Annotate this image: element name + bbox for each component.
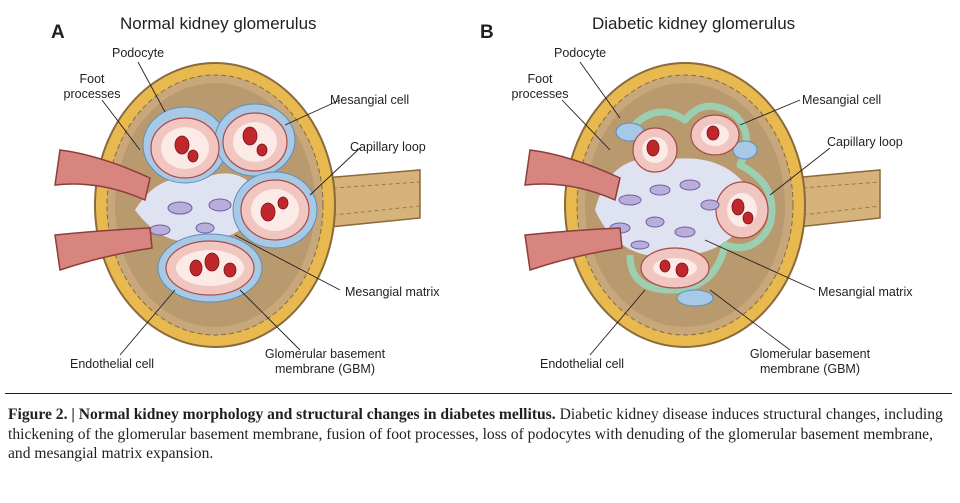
label-mesangial-matrix: Mesangial matrix (345, 285, 440, 299)
glomerulus-normal-illustration (54, 61, 421, 356)
caption-figure-label: Figure 2. | Normal kidney morphology and… (8, 406, 556, 423)
label-podocyte: Podocyte (554, 46, 607, 60)
mesangial-cell (149, 224, 171, 236)
label-endothelial-cell: Endothelial cell (70, 357, 155, 371)
panel-diabetic: B Diabetic kidney glomerulus (480, 0, 960, 385)
panel-title-a: Normal kidney glomerulus (120, 14, 317, 33)
label-gbm-1: Glomerular basement (264, 347, 386, 361)
mesangial-matrix (135, 173, 265, 242)
afferent-arteriole (524, 149, 621, 202)
glomerulus-diabetic-illustration (524, 61, 881, 356)
mesangial-cell (167, 201, 193, 215)
label-foot-processes-2: processes (63, 87, 121, 101)
efferent-arteriole (524, 227, 623, 271)
efferent-arteriole (54, 227, 153, 271)
label-podocyte: Podocyte (112, 46, 165, 60)
label-foot-processes-1: Foot (527, 72, 553, 86)
panel-normal: A Normal kidney glomerulus (0, 0, 480, 385)
panel-letter-b: B (480, 22, 494, 43)
label-gbm-2: membrane (GBM) (759, 362, 861, 376)
label-endothelial-cell: Endothelial cell (540, 357, 625, 371)
panel-letter-a: A (51, 22, 65, 43)
label-foot-processes-1: Foot (79, 72, 105, 86)
caption-text: Diabetic kidney disease induces structur… (8, 406, 943, 462)
figure-caption: Figure 2. | Normal kidney morphology and… (8, 405, 954, 464)
label-gbm-1: Glomerular basement (749, 347, 871, 361)
thickened-gbm (626, 102, 776, 294)
label-mesangial-cell: Mesangial cell (802, 93, 882, 107)
panel-title-b: Diabetic kidney glomerulus (592, 14, 796, 33)
label-capillary-loop: Capillary loop (827, 135, 903, 149)
caption-divider (5, 393, 952, 394)
afferent-arteriole (54, 149, 151, 202)
mesangial-cell (208, 198, 232, 212)
label-foot-processes-2: processes (511, 87, 569, 101)
label-mesangial-cell: Mesangial cell (330, 93, 410, 107)
label-mesangial-matrix: Mesangial matrix (818, 285, 913, 299)
mesangial-matrix (595, 158, 755, 257)
label-capillary-loop: Capillary loop (350, 140, 426, 154)
mesangial-cell (195, 222, 215, 234)
label-gbm-2: membrane (GBM) (274, 362, 376, 376)
